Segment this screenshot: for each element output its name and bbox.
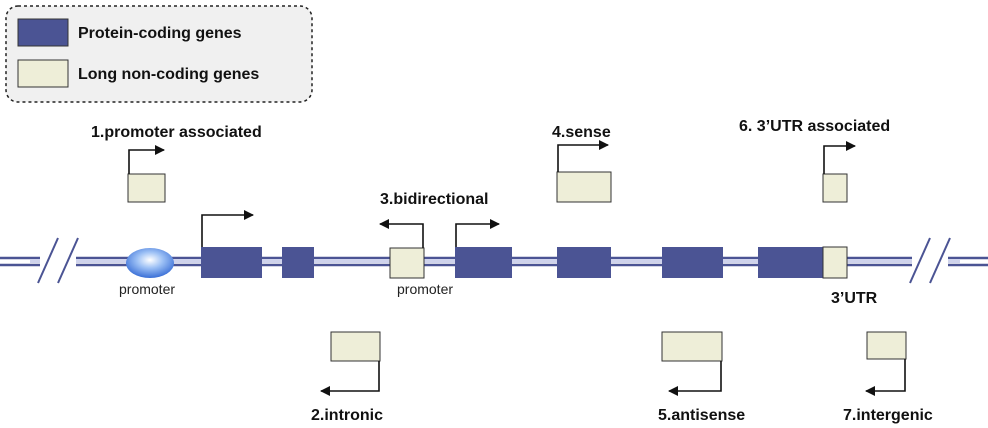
- exon: [201, 247, 262, 278]
- exon: [557, 247, 611, 278]
- tss-arrow-right-gene: [455, 219, 500, 247]
- legend-label-protein: Protein-coding genes: [78, 25, 242, 42]
- arrow-antisense: [668, 361, 722, 396]
- arrow-promoter-associated: [128, 145, 165, 174]
- protein-coding-exons: [201, 247, 823, 278]
- legend-label-lnc: Long non-coding genes: [78, 66, 259, 83]
- arrow-sense: [557, 140, 609, 172]
- lnc-sense: [556, 171, 612, 203]
- promoter-label-right: promoter: [397, 281, 453, 297]
- lnc-utr-associated: [822, 173, 848, 203]
- lnc-intergenic: [866, 331, 907, 360]
- exon: [662, 247, 723, 278]
- break-right: [909, 237, 951, 284]
- legend-box: [5, 5, 313, 103]
- exon: [282, 247, 314, 278]
- arrow-intronic: [320, 361, 380, 396]
- promoter-blob: [126, 248, 174, 278]
- label-intergenic: 7.intergenic: [843, 407, 933, 424]
- legend-swatch-lnc: [17, 59, 69, 88]
- lnc-intronic: [330, 331, 381, 362]
- break-left: [37, 237, 79, 284]
- lnc-promoter-associated: [127, 173, 166, 203]
- legend-swatch-protein: [17, 18, 69, 47]
- promoter-label-left: promoter: [119, 281, 175, 297]
- arrow-utr-associated: [823, 141, 856, 174]
- lnc-bidirectional: [389, 247, 425, 279]
- tss-arrow-left-gene: [201, 210, 254, 247]
- label-utr-associated: 6. 3’UTR associated: [739, 118, 890, 135]
- lnc-antisense: [661, 331, 723, 362]
- label-intronic: 2.intronic: [311, 407, 383, 424]
- arrow-bidirectional: [379, 219, 424, 248]
- label-sense: 4.sense: [552, 124, 611, 141]
- label-antisense: 5.antisense: [658, 407, 745, 424]
- exon: [455, 247, 512, 278]
- label-utr: 3’UTR: [831, 290, 878, 307]
- label-promoter-associated: 1.promoter associated: [91, 124, 262, 141]
- label-bidirectional: 3.bidirectional: [380, 191, 488, 208]
- arrow-intergenic: [865, 359, 906, 396]
- utr-segment: [822, 246, 848, 279]
- exon: [758, 247, 823, 278]
- legend: Protein-coding genes Long non-coding gen…: [5, 5, 313, 103]
